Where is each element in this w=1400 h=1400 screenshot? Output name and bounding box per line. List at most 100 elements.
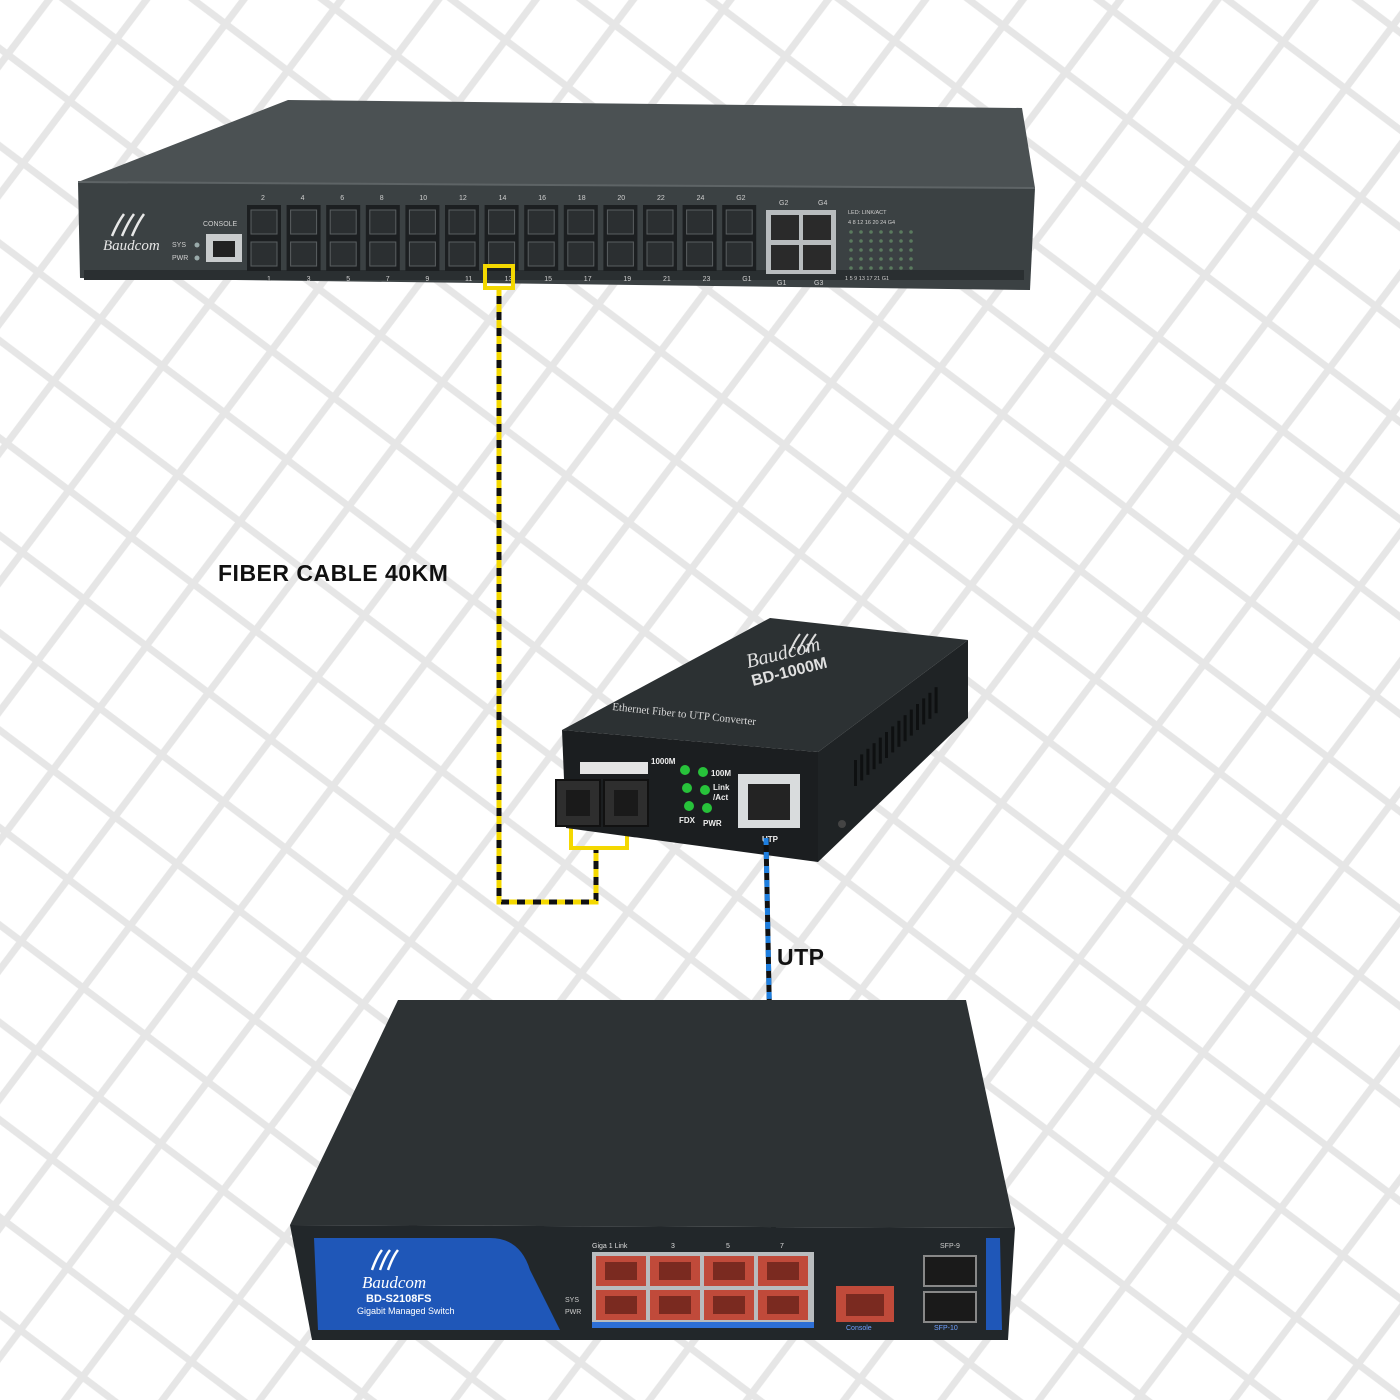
port-number-bottom: 5 <box>346 276 350 283</box>
sfp-port[interactable] <box>329 241 357 267</box>
sfp-port[interactable] <box>567 241 595 267</box>
sfp-port[interactable] <box>408 241 436 267</box>
utp-cable-label: UTP <box>777 944 825 970</box>
led-label-link: Link <box>713 783 730 792</box>
status-led-icon <box>889 248 893 252</box>
status-led-icon <box>849 239 853 243</box>
port-number-bottom: G1 <box>742 276 751 283</box>
sfp-port[interactable] <box>646 209 674 235</box>
led-fdx-icon <box>684 801 694 811</box>
sfp-port[interactable] <box>369 241 397 267</box>
pwr-led-icon <box>194 255 200 261</box>
led-label-100m: 100M <box>711 769 731 778</box>
sfp-port-10[interactable] <box>923 1291 977 1323</box>
led-bottom-numbers: 1 5 9 13 17 21 G1 <box>845 276 889 282</box>
led-label-1000m: 1000M <box>651 757 676 766</box>
status-led-icon <box>849 257 853 261</box>
led-link-icon <box>682 783 692 793</box>
port-number-top: 16 <box>538 195 546 202</box>
vent-slot <box>903 715 907 742</box>
status-led-icon <box>899 266 903 270</box>
combo-label-g4: G4 <box>818 200 827 207</box>
port-number-top: 18 <box>578 195 586 202</box>
vent-slot <box>897 720 901 747</box>
port-number-bottom: 19 <box>623 276 631 283</box>
combo-label-g2: G2 <box>779 200 788 207</box>
vent-slot <box>854 760 857 786</box>
status-led-icon <box>909 239 913 243</box>
status-led-icon <box>899 257 903 261</box>
sfp-port[interactable] <box>488 209 516 235</box>
sfp-port[interactable] <box>488 241 516 267</box>
port-number-bottom: 7 <box>386 276 390 283</box>
vent-slot <box>885 732 888 758</box>
sfp-port[interactable] <box>686 209 714 235</box>
baudcom-logo-icon <box>110 213 146 237</box>
sfp-port[interactable] <box>686 241 714 267</box>
status-led-icon <box>879 230 883 234</box>
rj45-socket <box>767 1262 799 1280</box>
sfp-port[interactable] <box>250 209 278 235</box>
sys-label: SYS <box>172 242 186 249</box>
sfp9-label: SFP-9 <box>940 1243 960 1250</box>
sfp-port[interactable] <box>567 209 595 235</box>
sfp-port[interactable] <box>290 241 318 267</box>
status-led-icon <box>859 239 863 243</box>
sfp-port[interactable] <box>408 209 436 235</box>
edge-port-header: Giga 1 Link <box>592 1243 628 1250</box>
sfp-port[interactable] <box>606 209 634 235</box>
status-led-icon <box>869 266 873 270</box>
port-number-top: 10 <box>419 195 427 202</box>
combo-label-g3: G3 <box>814 280 823 287</box>
status-led-icon <box>899 239 903 243</box>
port-number-bottom: 21 <box>663 276 671 283</box>
combo-rj45-port[interactable] <box>771 215 799 240</box>
port-number-bottom: 9 <box>425 276 429 283</box>
sfp-port[interactable] <box>606 241 634 267</box>
status-led-icon <box>899 248 903 252</box>
port-number-bottom: 23 <box>703 276 711 283</box>
fiber-cable-label: FIBER CABLE 40KM <box>218 560 449 586</box>
sfp-port-9[interactable] <box>923 1255 977 1287</box>
sfp-port[interactable] <box>725 209 753 235</box>
status-led-icon <box>879 248 883 252</box>
sc-fiber-port-tx[interactable] <box>555 779 601 827</box>
edge-port-num-5: 5 <box>726 1243 730 1250</box>
sfp-port[interactable] <box>646 241 674 267</box>
sfp-port[interactable] <box>527 241 555 267</box>
sfp-port[interactable] <box>250 241 278 267</box>
rj45-socket <box>605 1296 637 1314</box>
sc-connector-highlight <box>569 826 629 850</box>
combo-rj45-port[interactable] <box>771 245 799 270</box>
combo-rj45-port[interactable] <box>803 245 831 270</box>
sfp-port[interactable] <box>448 241 476 267</box>
sfp-port[interactable] <box>448 209 476 235</box>
status-led-icon <box>849 230 853 234</box>
combo-rj45-port[interactable] <box>803 215 831 240</box>
edge-sys-label: SYS <box>565 1297 579 1304</box>
vent-slot <box>891 726 895 753</box>
status-led-icon <box>879 266 883 270</box>
sfp-port[interactable] <box>527 209 555 235</box>
sfp-port[interactable] <box>369 209 397 235</box>
sfp10-label: SFP-10 <box>934 1325 958 1332</box>
status-led-icon <box>899 230 903 234</box>
edge-brand: Baudcom <box>362 1273 426 1292</box>
vent-slots <box>854 687 938 786</box>
edge-switch: Baudcom BD-S2108FS Gigabit Managed Switc… <box>290 1000 1015 1340</box>
status-led-icon <box>869 248 873 252</box>
vent-slot <box>916 704 919 730</box>
fiber-cable <box>496 288 629 905</box>
port-number-top: 12 <box>459 195 467 202</box>
sfp-port[interactable] <box>725 241 753 267</box>
port-number-bottom: 15 <box>544 276 552 283</box>
sfp-port[interactable] <box>329 209 357 235</box>
vent-slot <box>866 748 870 775</box>
sfp-port[interactable] <box>290 209 318 235</box>
vent-slot <box>872 743 876 770</box>
utp-port-label: UTP <box>762 835 779 844</box>
status-led-icon <box>909 230 913 234</box>
status-led-icon <box>869 257 873 261</box>
